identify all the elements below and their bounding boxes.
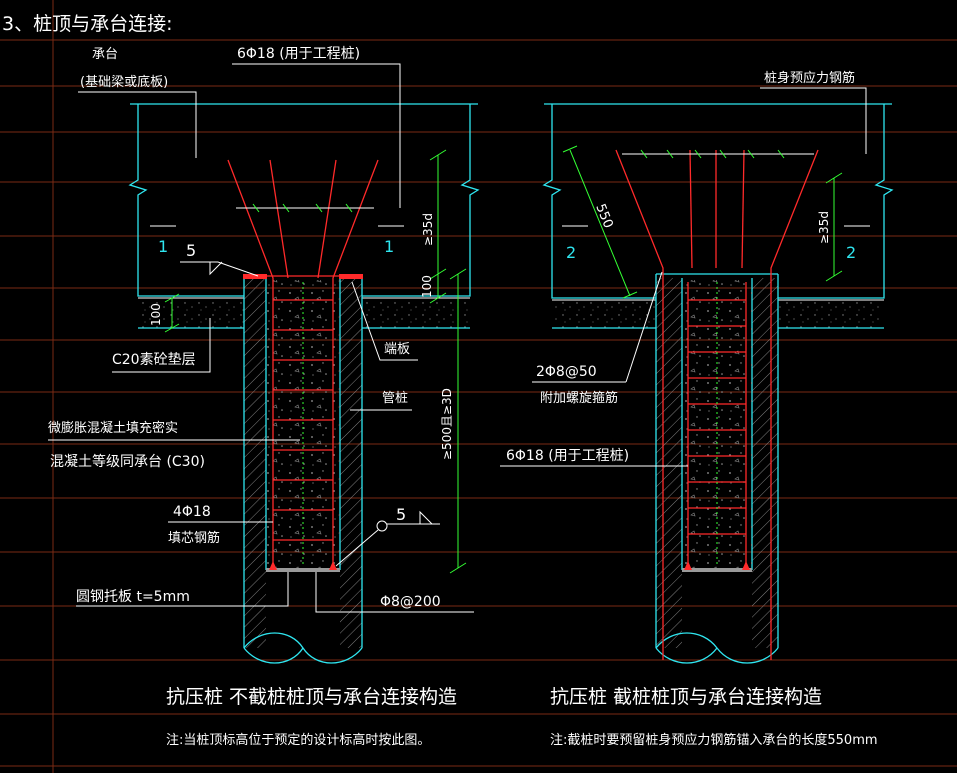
left-detail: 6Φ18 (用于工程桩) 承台 (基础梁或底板) 1 1 5 ≥35d 100 …	[48, 45, 480, 748]
weld-symbol-label: 5	[186, 241, 196, 260]
right-top-rebar-label: 6Φ18 (用于工程桩)	[506, 447, 629, 464]
top-rebar-label: 6Φ18 (用于工程桩)	[237, 45, 360, 62]
pile-wall-left	[244, 278, 266, 648]
steel-plate-label: 圆钢托板 t=5mm	[76, 589, 190, 605]
stirrup-label: Φ8@200	[380, 594, 441, 610]
core-rebar-label: 4Φ18	[173, 504, 211, 520]
dim-35d-right: ≥35d	[817, 211, 831, 244]
dim-35d-left: ≥35d	[421, 213, 435, 246]
fill-note-line2: 混凝土等级同承台 (C30)	[50, 453, 205, 470]
core-rebar-sublabel: 填芯钢筋	[168, 530, 220, 546]
left-caption: 抗压桩 不截桩桩顶与承台连接构造	[166, 686, 457, 708]
cushion-layer	[138, 298, 244, 328]
dim-100-right: 100	[420, 275, 434, 298]
spiral-rebar-label: 2Φ8@50	[536, 364, 597, 380]
right-detail: 桩身预应力钢筋 550 2 2 ≥35d 2Φ8@50 附加螺旋箍筋 6Φ18 …	[500, 70, 894, 748]
end-plate-label: 端板	[384, 342, 410, 357]
cushion-layer-right	[552, 300, 656, 328]
steel-support-plate	[266, 568, 340, 572]
section-mark-2-right: 2	[846, 243, 856, 262]
right-caption: 抗压桩 截桩桩顶与承台连接构造	[550, 686, 822, 708]
dim-100-left: 100	[149, 303, 163, 326]
prestress-label: 桩身预应力钢筋	[764, 70, 855, 86]
weld-symbol-bottom: 5	[396, 505, 406, 524]
section-mark-2-left: 2	[566, 243, 576, 262]
section-mark-1-right: 1	[384, 237, 394, 256]
fill-note-line1: 微膨胀混凝土填充密实	[48, 420, 178, 436]
left-note: 注:当桩顶标高位于预定的设计标高时按此图。	[166, 732, 430, 748]
dim-550-label: 550	[592, 202, 615, 231]
section-title: 3、桩顶与承台连接:	[2, 13, 173, 35]
spiral-rebar-sublabel: 附加螺旋箍筋	[540, 390, 618, 406]
end-plate	[243, 274, 267, 279]
dim-500-label: ≥500且≥3D	[440, 388, 454, 460]
cap-label: 承台	[92, 47, 118, 62]
pile-wall-right	[340, 278, 362, 648]
pipe-pile-label: 管桩	[382, 391, 408, 406]
anchor-rebar	[227, 159, 274, 568]
cap-label-sub: (基础梁或底板)	[80, 74, 168, 90]
cushion-label: C20素砼垫层	[112, 352, 196, 368]
right-note: 注:截桩时要预留桩身预应力钢筋锚入承台的长度550mm	[550, 732, 878, 748]
stirrups	[273, 299, 333, 541]
section-mark-1-left: 1	[158, 237, 168, 256]
